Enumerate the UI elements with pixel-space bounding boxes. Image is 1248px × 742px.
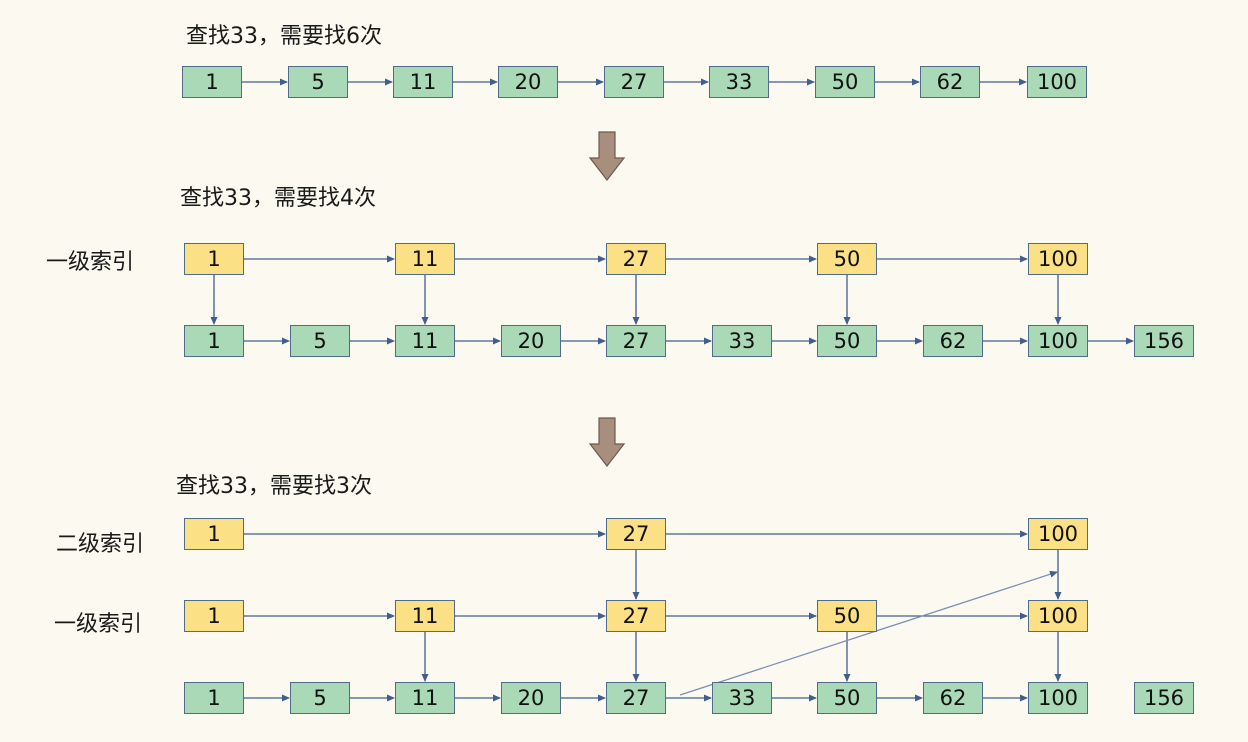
panel-1-base-node: 100 (1027, 66, 1087, 98)
panel-1-base-node: 11 (393, 66, 453, 98)
panel-3-base-node: 20 (501, 682, 561, 714)
panel-3-base-node: 156 (1134, 682, 1194, 714)
panel-2-base-node: 5 (290, 325, 350, 357)
panel-1-base-node: 5 (288, 66, 348, 98)
panel-2-base-node: 11 (395, 325, 455, 357)
panel-3-title: 查找33，需要找3次 (176, 474, 372, 499)
panel-3-level-2-label: 二级索引 (56, 532, 145, 557)
panel-2-index-l1-node: 11 (395, 243, 455, 275)
search-path-diagonal-arrow (679, 570, 1058, 696)
panel-3-base-node: 1 (184, 682, 244, 714)
panel-3-index-l2-node: 1 (184, 518, 244, 550)
panel-2-base-node: 156 (1134, 325, 1194, 357)
panel-3-base-node: 27 (606, 682, 666, 714)
panel-2-title: 查找33，需要找4次 (180, 186, 376, 211)
panel-2-index-l1-node: 1 (184, 243, 244, 275)
panel-1-title: 查找33，需要找6次 (186, 24, 382, 49)
panel-2-index-l1-node: 27 (606, 243, 666, 275)
panel-2-base-node: 33 (712, 325, 772, 357)
panel-3-base-node: 100 (1028, 682, 1088, 714)
panel-3-base-node: 33 (712, 682, 772, 714)
panel-1-base-node: 62 (920, 66, 980, 98)
panel-2-base-node: 50 (817, 325, 877, 357)
panel-1-base-node: 20 (498, 66, 558, 98)
panel-2-base-node: 62 (923, 325, 983, 357)
panel-3-index-l2-node: 27 (606, 518, 666, 550)
panel-3-level-1-label: 一级索引 (54, 612, 143, 637)
panel-1-base-node: 1 (182, 66, 242, 98)
panel-1-base-node: 50 (815, 66, 875, 98)
panel-3-index-l1-node: 11 (395, 600, 455, 632)
panel-3-base-node: 11 (395, 682, 455, 714)
panel-3-index-l1-node: 1 (184, 600, 244, 632)
panel-3-base-node: 5 (290, 682, 350, 714)
panel-3-index-l1-node: 27 (606, 600, 666, 632)
down-arrow-icon (588, 417, 626, 467)
panel-3-index-l1-node: 100 (1028, 600, 1088, 632)
panel-2-index-l1-node: 100 (1028, 243, 1088, 275)
panel-3-base-node: 62 (923, 682, 983, 714)
panel-2-base-node: 100 (1028, 325, 1088, 357)
panel-3-index-l1-node: 50 (817, 600, 877, 632)
panel-2-base-node: 20 (501, 325, 561, 357)
panel-2-level-1-label: 一级索引 (46, 250, 135, 275)
panel-2-base-node: 27 (606, 325, 666, 357)
panel-2-base-node: 1 (184, 325, 244, 357)
panel-1-base-node: 27 (604, 66, 664, 98)
down-arrow-icon (588, 131, 626, 181)
panel-2-index-l1-node: 50 (817, 243, 877, 275)
panel-3-base-node: 50 (817, 682, 877, 714)
panel-1-base-node: 33 (709, 66, 769, 98)
panel-3-index-l2-node: 100 (1028, 518, 1088, 550)
